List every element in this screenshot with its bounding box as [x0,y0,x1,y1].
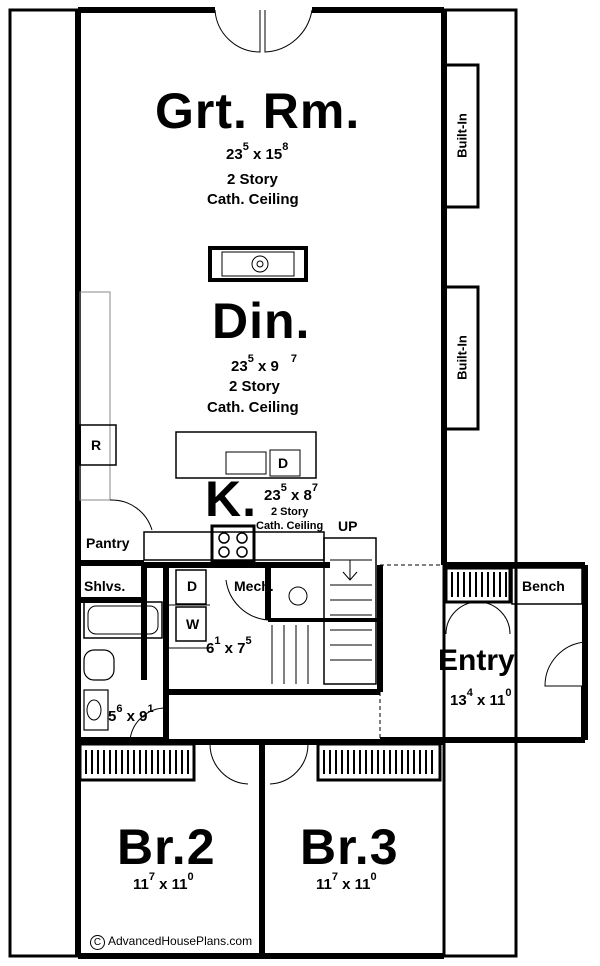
copyright-icon: C [90,935,105,950]
label-dryer: D [187,578,198,594]
staircase [323,537,377,685]
label-stairs-up: UP [338,518,358,534]
refrigerator [79,424,117,466]
room-dims-bedroom3: 117 x 110 [316,871,377,893]
room-name-entry: Entry [438,644,515,677]
room-dims-bedroom2: 117 x 110 [133,871,194,893]
room-name-bedroom2: Br.2 [117,819,216,875]
room-note-great-room-1: 2 Story [227,171,278,188]
closet-br3 [316,742,442,782]
kitchen-island [175,431,317,479]
bathtub [83,601,163,639]
dryer [175,569,207,605]
room-note-kitchen-1: 2 Story [271,506,309,518]
bench [511,567,583,605]
label-built-in-2: Built-In [454,335,470,380]
room-dims-laundry: 61 x 75 [206,635,252,657]
room-note-dining-1: 2 Story [229,378,280,395]
room-name-dining: Din. [212,293,311,349]
toilet [83,649,115,681]
label-refrigerator: R [91,437,102,453]
room-note-great-room-2: Cath. Ceiling [207,191,299,208]
room-name-bedroom3: Br.3 [300,819,399,875]
room-name-great-room: Grt. Rm. [155,83,361,139]
built-in-cabinet-2 [442,285,480,431]
room-dims-entry: 134 x 110 [450,687,512,709]
built-in-cabinet-1 [442,63,480,209]
exterior-wall-left [8,8,80,958]
room-dims-bath: 56 x 91 [108,703,154,725]
washer [175,606,207,642]
label-built-in-1: Built-In [454,113,470,158]
room-name-kitchen: K. [205,471,257,527]
room-note-kitchen-2: Cath. Ceiling [256,520,324,532]
label-bench: Bench [522,578,565,594]
closet-br2 [78,742,196,782]
label-mech: Mech. [234,578,274,594]
room-dims-kitchen: 235 x 87 [264,482,318,504]
label-pantry: Pantry [86,535,130,551]
label-dishwasher: D [278,455,289,471]
sink [83,689,109,731]
room-note-dining-2: Cath. Ceiling [207,399,299,416]
room-dims-great-room: 235 x 158 [226,141,289,163]
label-shelves: Shlvs. [84,578,126,594]
credit-text: AdvancedHousePlans.com [108,934,253,948]
label-washer: W [186,616,200,632]
fireplace [208,246,308,282]
